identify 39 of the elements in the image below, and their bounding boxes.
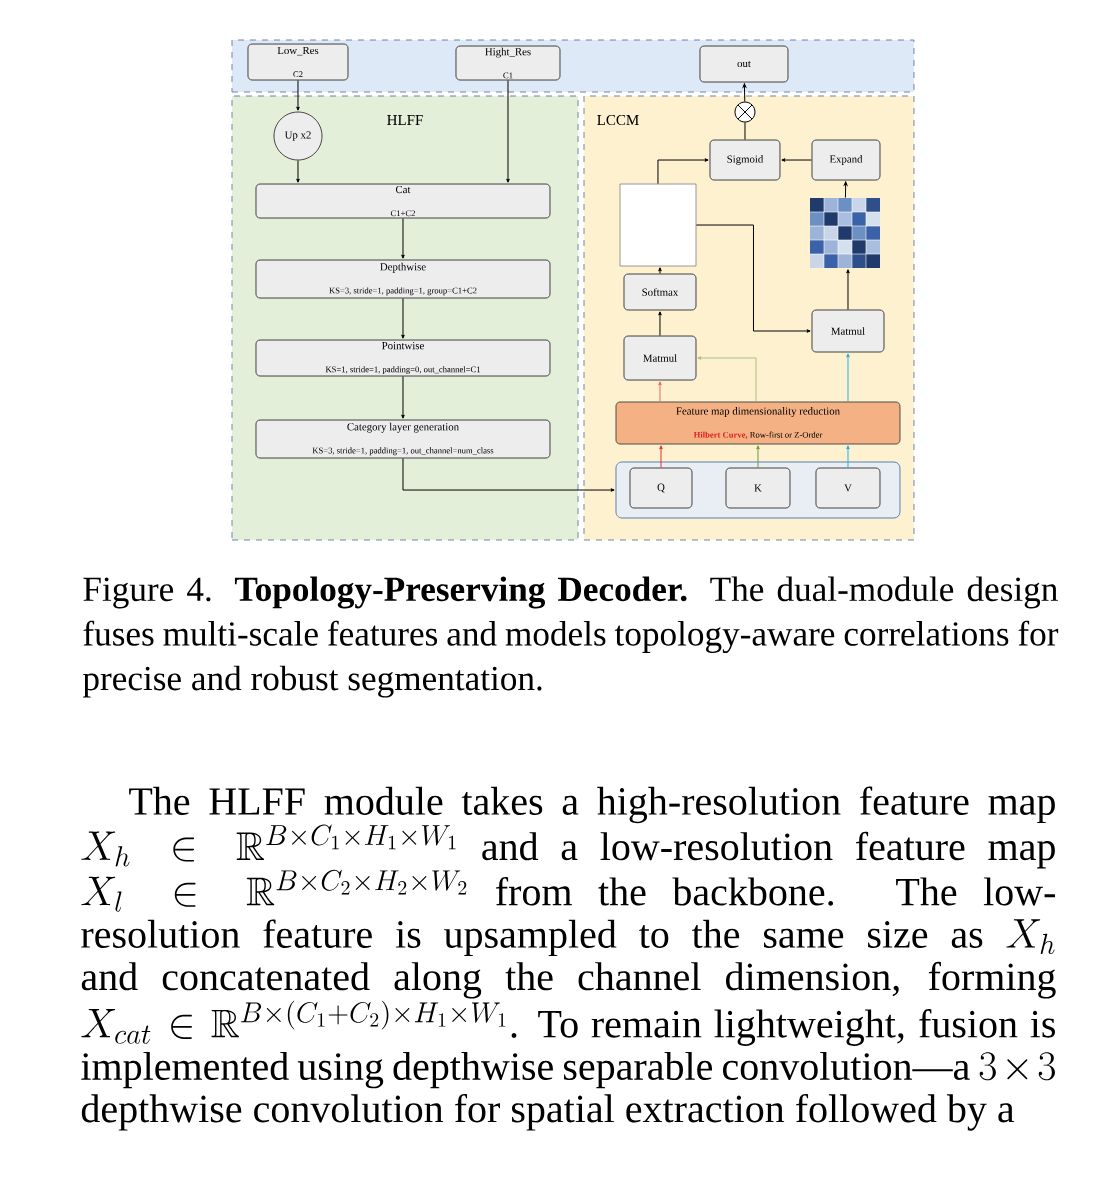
arrow (402, 458, 615, 492)
arrow (756, 445, 760, 468)
label: and a low-resolution feature map (482, 831, 1055, 869)
label: $3\times 3$ (979, 1052, 1055, 1081)
arrow (742, 83, 747, 102)
heatmap-drawing (809, 197, 881, 269)
arrow (658, 311, 662, 336)
label: $X_l \in \mathbb{R}^{B\times C_2\times H_2\times W_2}$ (81, 869, 467, 912)
arrow (846, 353, 850, 402)
label: implemented using depthwise separable convolution—a (81, 1051, 970, 1089)
label: $X_{cat} \in \mathbb{R}^{B\times (C_1+C_2)\times H_1\times W_1}$ (81, 1000, 506, 1044)
feature-map-square (619, 183, 697, 267)
label: $X_h$ (1006, 919, 1055, 955)
arrow (296, 80, 300, 111)
label: depthwise convolution for spatial extraction followed by a (81, 1093, 1015, 1131)
label: from the backbone. The low- (496, 877, 1055, 906)
arrow (781, 158, 812, 162)
arrow (843, 181, 848, 199)
body-paragraph: The HLFF module takes a high-resolution feature map $X_h \in \mathbb{R}^{B\times C_1\times H_1\times W_1}$ and a low-resolution feature map $X_l \in \mathbb{R}^{B\times C_2\times H_2\times W_2}$ from the backbone. The low-resolution feature is upsampled to the same size as $X_h$ and concatenated along the channel dimension, forming $X_{cat} \in \mathbb{R}^{B\times (C_1+C_2)\times H_1\times W_1}$. To remain lightweight, fusion is implemented using depthwise separable convolution—a $3\times 3$ depthwise convolution for spatial extraction followed by a (81, 786, 1056, 1131)
arrow (659, 445, 663, 468)
arrow (695, 224, 811, 333)
arrow (296, 160, 300, 183)
figure-caption: Figure 4. Topology-Preserving Decoder. The dual-module design fuses multi-scale features and models topology-aware correlations for precise and robust segmentation. (82, 576, 1059, 698)
label: . To remain lightweight, fusion is (511, 1009, 1055, 1046)
arrow (697, 356, 757, 402)
label: and concatenated along the channel dimension, forming (81, 961, 1056, 999)
arrow (401, 218, 405, 259)
arrow (846, 269, 850, 310)
label: The HLFF module takes a high-resolution feature map (129, 786, 1055, 824)
arrow (401, 298, 405, 339)
arrow (657, 158, 709, 185)
arrow (658, 267, 662, 274)
label: $X_h \in \mathbb{R}^{B\times C_1\times H_1\times W_1}$ (81, 824, 456, 867)
label: resolution feature is upsampled to the same size as (81, 919, 983, 957)
arrow (401, 376, 405, 419)
arrow (506, 80, 510, 183)
arrow (658, 381, 662, 402)
multiply-symbol (734, 101, 756, 123)
arrow (846, 445, 850, 468)
